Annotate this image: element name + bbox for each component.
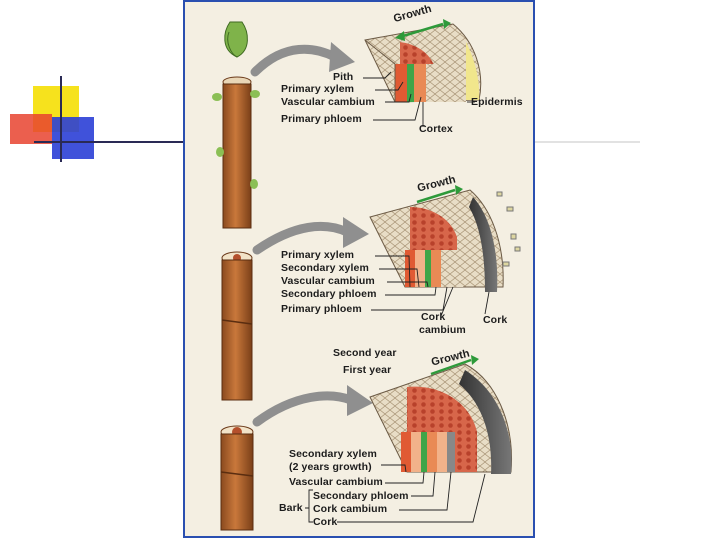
label-vascular-cambium-top: Vascular cambium <box>281 96 375 108</box>
cross-section-middle <box>369 185 521 292</box>
arrow-middle <box>252 221 352 255</box>
label-secondary-phloem-bottom: Secondary phloem <box>313 490 409 502</box>
label-two-years-growth: (2 years growth) <box>289 461 372 473</box>
label-secondary-phloem-middle: Secondary phloem <box>281 288 377 300</box>
growth-arrow-middle <box>416 188 456 204</box>
label-primary-phloem-top: Primary phloem <box>281 113 362 125</box>
arrow-middle-head <box>343 217 369 248</box>
arrow-top-head <box>329 42 355 72</box>
arrow-top <box>250 44 340 77</box>
label-primary-xylem-top: Primary xylem <box>281 83 355 95</box>
arrow-bottom-head <box>347 385 373 416</box>
growth-arrow-bottom <box>430 358 472 376</box>
stem-bottom-segment <box>220 425 254 531</box>
label-cork-middle: Cork <box>483 314 508 326</box>
ornament-blue-square <box>52 117 94 159</box>
label-second-year: Second year <box>333 347 397 359</box>
label-cortex: Cortex <box>419 123 453 135</box>
label-primary-phloem-middle: Primary phloem <box>281 303 362 315</box>
leader-lines <box>305 71 490 523</box>
ornament-red-square <box>10 114 52 144</box>
stem-illustration <box>212 19 521 531</box>
arrow-bottom <box>252 391 356 427</box>
stem-growth-figure: Growth Pith Primary xylem Vascular cambi… <box>183 0 535 538</box>
cross-section-bottom <box>369 355 513 474</box>
label-epidermis: Epidermis <box>471 96 523 108</box>
cross-section-top <box>364 19 482 103</box>
label-vascular-cambium-middle: Vascular cambium <box>281 275 375 287</box>
label-bark: Bark <box>279 502 303 514</box>
label-secondary-xylem-middle: Secondary xylem <box>281 262 369 274</box>
stem-middle-segment <box>221 251 253 401</box>
label-vascular-cambium-bottom: Vascular cambium <box>289 476 383 488</box>
label-cork-cambium-line2: cambium <box>419 324 466 336</box>
label-pith: Pith <box>333 71 354 83</box>
label-cork-bottom: Cork <box>313 516 338 528</box>
stem-top-segment <box>212 21 260 229</box>
label-cork-cambium-line1: Cork <box>421 311 446 323</box>
label-cork-cambium-bottom: Cork cambium <box>313 503 388 515</box>
label-first-year: First year <box>343 364 392 376</box>
label-primary-xylem-middle: Primary xylem <box>281 249 355 261</box>
growth-arrow-top <box>402 22 444 38</box>
label-secondary-xylem-bottom: Secondary xylem <box>289 448 377 460</box>
